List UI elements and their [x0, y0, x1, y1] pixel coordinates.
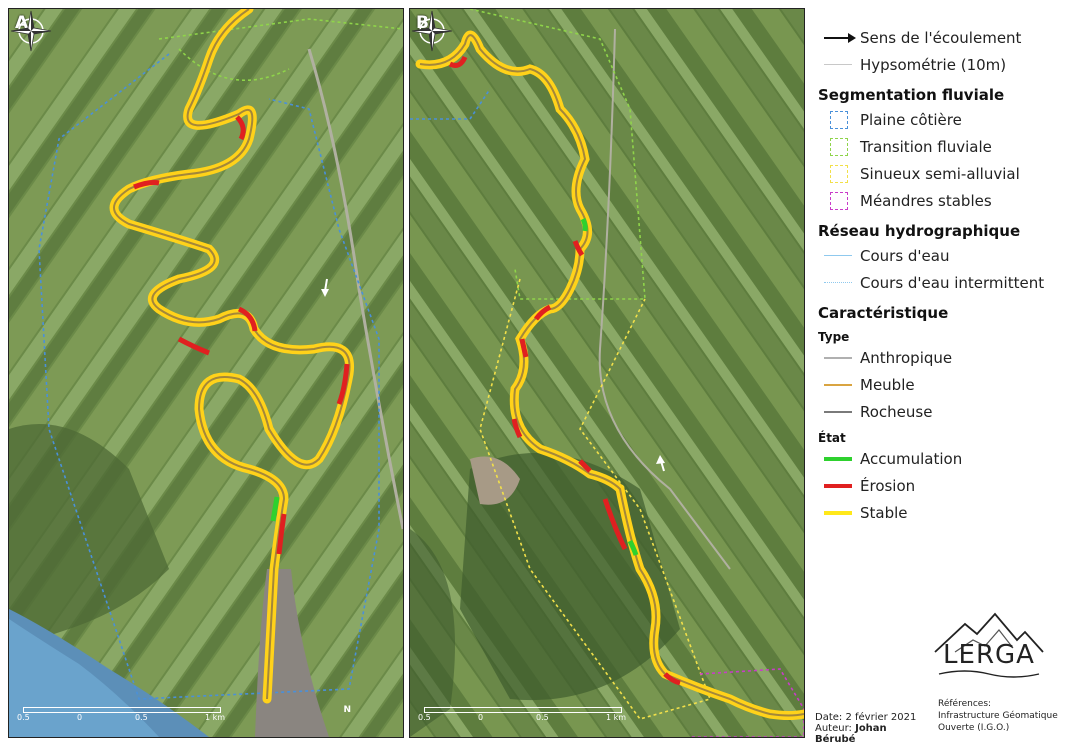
logo-text: LERGA	[943, 640, 1035, 670]
legend-state: Stable	[818, 499, 1074, 526]
compass-rose-icon	[10, 10, 52, 52]
legend-hypsometry: Hypsométrie (10m)	[818, 51, 1074, 78]
legend-label: Rocheuse	[860, 402, 933, 421]
references-title: Références:	[938, 699, 992, 709]
state-line-icon	[820, 449, 860, 469]
legend-type: Anthropique	[818, 344, 1074, 371]
state-line-icon	[820, 503, 860, 523]
scale-bar-b: 0.5 0 0.5 1 km	[418, 701, 628, 727]
segment-swatch	[820, 110, 860, 130]
transition-boundary-b	[469, 9, 646, 300]
lerga-logo: LERGA	[925, 610, 1053, 678]
scale-tick: 1 km	[205, 713, 226, 722]
transition-boundary-a	[158, 18, 403, 40]
map-panel-b[interactable]: B 0.5 0 0.5 1 km	[409, 8, 805, 738]
legend-flow: Sens de l'écoulement	[818, 24, 1074, 51]
legend-label: Sinueux semi-alluvial	[860, 164, 1020, 183]
legend-label: Cours d'eau	[860, 246, 950, 265]
legend-segment: Sinueux semi-alluvial	[818, 160, 1074, 187]
legend-type: Rocheuse	[818, 398, 1074, 425]
legend-hydro: Cours d'eau	[818, 242, 1074, 269]
state-line-icon	[820, 476, 860, 496]
segment-swatch	[820, 164, 860, 184]
legend-heading: Segmentation fluviale	[818, 86, 1005, 104]
map-credits: Date: 2 février 2021 Auteur: Johan Bérub…	[815, 686, 1075, 745]
scale-tick: 0	[77, 713, 83, 722]
legend-label: Anthropique	[860, 348, 953, 367]
mountain-logo-icon	[934, 612, 1044, 678]
type-line-icon	[820, 348, 860, 368]
map-panel-a[interactable]: A 0.5 0 0.5 1 km N	[8, 8, 404, 738]
type-line-icon	[820, 375, 860, 395]
segment-swatch	[820, 191, 860, 211]
map-legend: Sens de l'écoulement Hypsométrie (10m) S…	[818, 24, 1074, 526]
references-line: Infrastructure Géomatique	[938, 711, 1058, 721]
legend-label: Meuble	[860, 375, 915, 394]
author-label: Auteur:	[815, 723, 852, 734]
map-b-imagery	[410, 9, 804, 737]
legend-label: Transition fluviale	[860, 137, 992, 156]
legend-label: Plaine côtière	[860, 110, 962, 129]
scale-tick: 0.5	[536, 713, 549, 722]
coastal-plain-boundary	[38, 53, 380, 700]
sinuous-boundary	[479, 278, 712, 720]
north-label: N	[343, 705, 351, 715]
legend-heading: Caractéristique	[818, 304, 949, 322]
scale-tick: 1 km	[606, 713, 627, 722]
legend-label: Méandres stables	[860, 191, 992, 210]
legend-type: Meuble	[818, 371, 1074, 398]
legend-label: Érosion	[860, 476, 916, 495]
intermittent-stream-icon	[820, 273, 860, 293]
legend-heading: Réseau hydrographique	[818, 222, 1021, 240]
compass-rose-icon	[411, 10, 453, 52]
scale-tick: 0.5	[135, 713, 148, 722]
legend-hydro: Cours d'eau intermittent	[818, 269, 1074, 296]
hypsometry-line-icon	[820, 55, 860, 75]
legend-subheading: État	[818, 431, 846, 445]
scale-bar-a: 0.5 0 0.5 1 km	[17, 701, 227, 727]
legend-segment: Méandres stables	[818, 187, 1074, 214]
scale-tick: 0	[478, 713, 484, 722]
references-line: Ouverte (I.G.O.)	[938, 723, 1010, 733]
legend-state: Érosion	[818, 472, 1074, 499]
date-label: Date:	[815, 712, 843, 723]
legend-subheading: Type	[818, 330, 850, 344]
legend-state: Accumulation	[818, 445, 1074, 472]
date-value: 2 février 2021	[845, 712, 917, 723]
scale-tick: 0.5	[17, 713, 30, 722]
legend-label: Accumulation	[860, 449, 963, 468]
map-a-imagery	[9, 9, 403, 737]
flow-arrow-icon	[820, 28, 860, 48]
type-line-icon	[820, 402, 860, 422]
segment-swatch	[820, 137, 860, 157]
scale-tick: 0.5	[418, 713, 431, 722]
legend-label: Stable	[860, 503, 908, 522]
legend-label: Hypsométrie (10m)	[860, 55, 1007, 74]
stream-line-icon	[820, 246, 860, 266]
legend-segment: Transition fluviale	[818, 133, 1074, 160]
legend-label: Sens de l'écoulement	[860, 28, 1022, 47]
legend-label: Cours d'eau intermittent	[860, 273, 1045, 292]
legend-segment: Plaine côtière	[818, 106, 1074, 133]
